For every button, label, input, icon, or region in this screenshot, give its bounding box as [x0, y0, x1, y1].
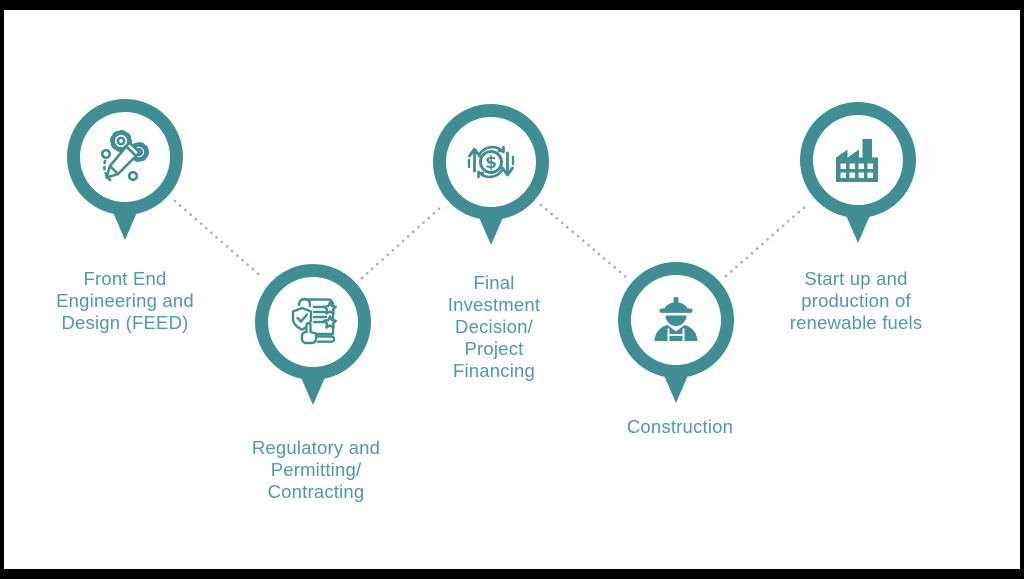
pin-circle — [800, 102, 916, 218]
milestone-label-investment: Final Investment Decision/ Project Finan… — [447, 272, 541, 381]
svg-text:$: $ — [485, 153, 497, 173]
milestone-label-feed: Front End Engineering and Design (FEED) — [56, 268, 194, 333]
frame-border-left — [0, 0, 4, 579]
pin-circle — [67, 99, 183, 215]
milestone-pin-feed — [67, 99, 183, 245]
connector-feed-regulatory — [173, 199, 265, 280]
connector-regulatory-investment — [360, 204, 444, 280]
frame-border-bottom — [0, 569, 1024, 579]
pin-circle — [255, 264, 371, 380]
milestone-label-construction: Construction — [626, 416, 734, 437]
milestone-pin-regulatory — [255, 264, 371, 410]
pencil-gears-icon — [100, 130, 149, 182]
construction-worker-icon — [654, 297, 698, 341]
milestone-pin-construction — [618, 262, 734, 408]
factory-icon — [836, 139, 878, 182]
frame-border-top — [0, 0, 1024, 10]
checklist-shield-icon — [291, 297, 337, 345]
connector-construction-startup — [724, 202, 810, 278]
pin-circle — [618, 262, 734, 378]
dollar-cycle-icon: $ — [467, 145, 515, 179]
pin-circle: $ — [433, 104, 549, 220]
milestone-pin-startup — [800, 102, 916, 248]
milestone-label-regulatory: Regulatory and Permitting/ Contracting — [251, 437, 381, 502]
frame-border-right — [1020, 0, 1024, 579]
connector-investment-construction — [539, 203, 628, 279]
milestone-pin-investment: $ — [433, 104, 549, 250]
milestone-label-startup: Start up and production of renewable fue… — [789, 268, 923, 333]
